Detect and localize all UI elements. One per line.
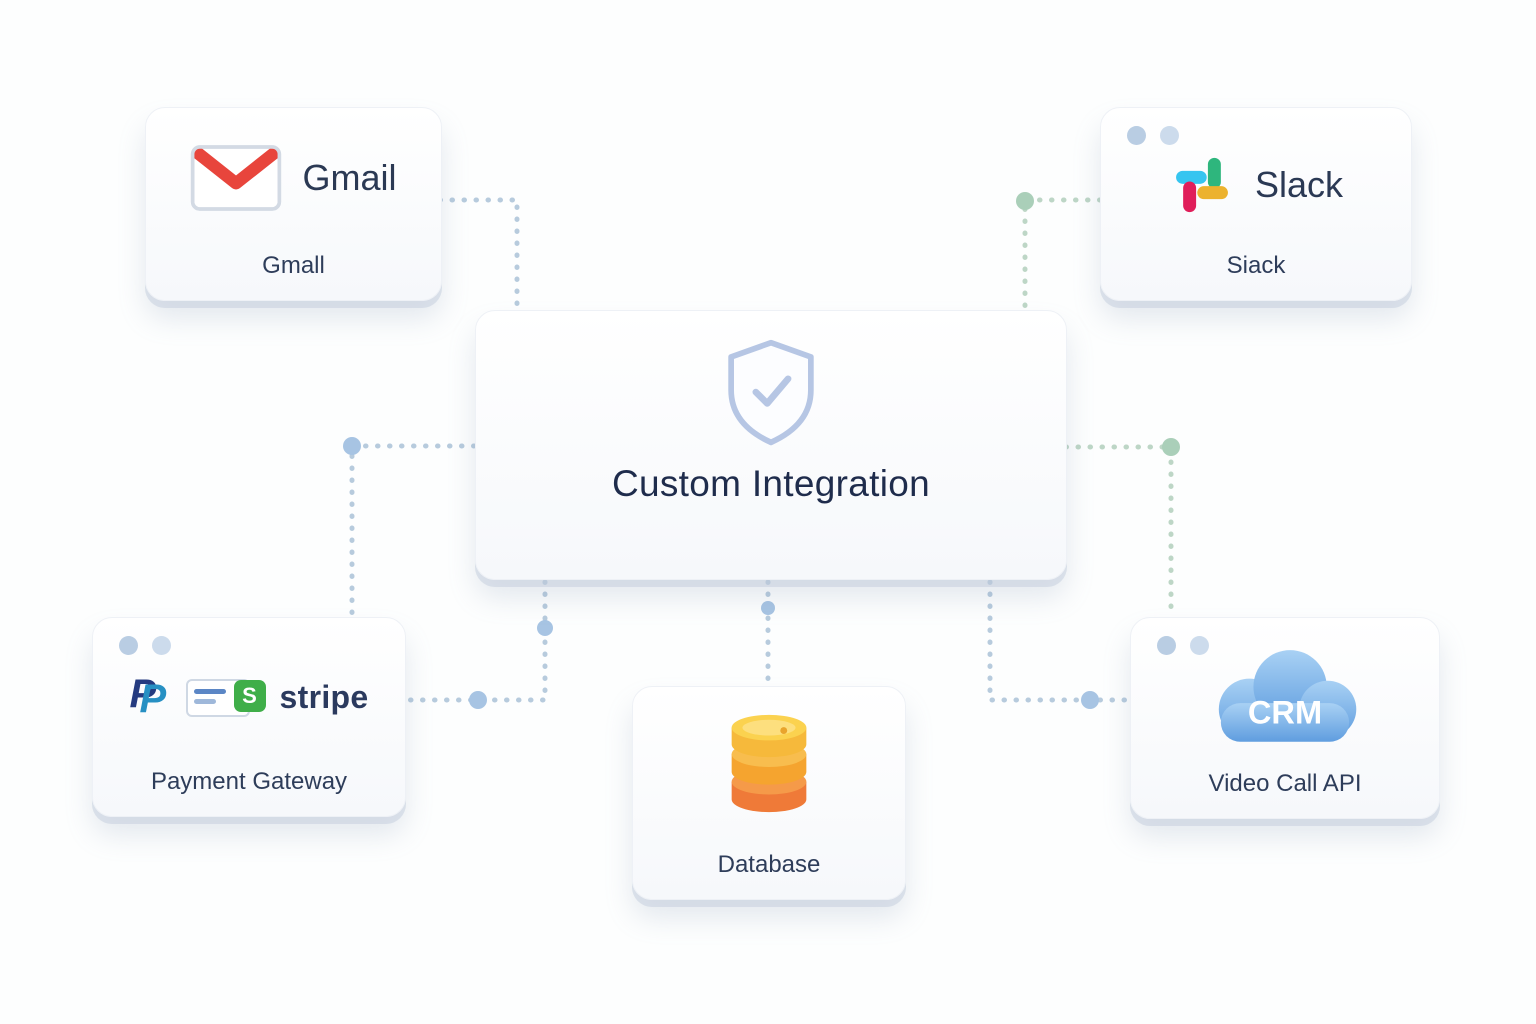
payment-caption: Payment Gateway <box>150 768 348 795</box>
slack-logo-icon <box>1176 157 1228 213</box>
junction-dot <box>469 691 487 709</box>
gmail-envelope-icon <box>191 145 282 211</box>
junction-dot <box>1016 192 1034 210</box>
slack-caption: Siack <box>1226 252 1286 279</box>
database-caption: Database <box>717 851 821 878</box>
connector-center-video-top <box>1063 444 1174 618</box>
center-title: Custom Integration <box>611 463 930 504</box>
node-gmail: Gmail Gmall <box>145 107 442 301</box>
junction-dot <box>1081 691 1099 709</box>
window-dots <box>119 636 171 655</box>
database-cylinder-icon <box>731 714 807 813</box>
connector-slack-center <box>1022 197 1103 311</box>
junction-dot <box>1162 438 1180 456</box>
stripe-card-icon: S <box>185 677 266 717</box>
slack-label: Slack <box>1254 164 1344 205</box>
node-slack: Slack Siack <box>1100 107 1412 301</box>
junction-dot <box>343 437 361 455</box>
gmail-label: Gmail <box>302 157 397 198</box>
stripe-s-badge: S <box>233 680 266 712</box>
window-dots <box>1157 636 1209 655</box>
video-caption: Video Call API <box>1208 770 1362 797</box>
custom-integration-card: Custom Integration <box>475 310 1067 580</box>
window-dots <box>1127 126 1179 145</box>
node-database: Database <box>632 686 906 900</box>
shield-check-icon <box>728 339 814 446</box>
junction-dot <box>761 601 775 615</box>
gmail-caption: Gmall <box>262 252 325 279</box>
connector-gmail-center <box>437 197 520 311</box>
connector-center-payment-side <box>403 579 548 703</box>
crm-cloud-icon: CRM <box>1218 650 1357 742</box>
connector-center-video-side <box>987 579 1131 703</box>
stripe-wordmark: stripe <box>279 678 369 715</box>
crm-text: CRM <box>1248 694 1322 730</box>
junction-dot <box>537 620 553 636</box>
node-video-call-api: CRM Video Call API <box>1130 617 1440 819</box>
connector-center-payment-top <box>349 443 477 618</box>
